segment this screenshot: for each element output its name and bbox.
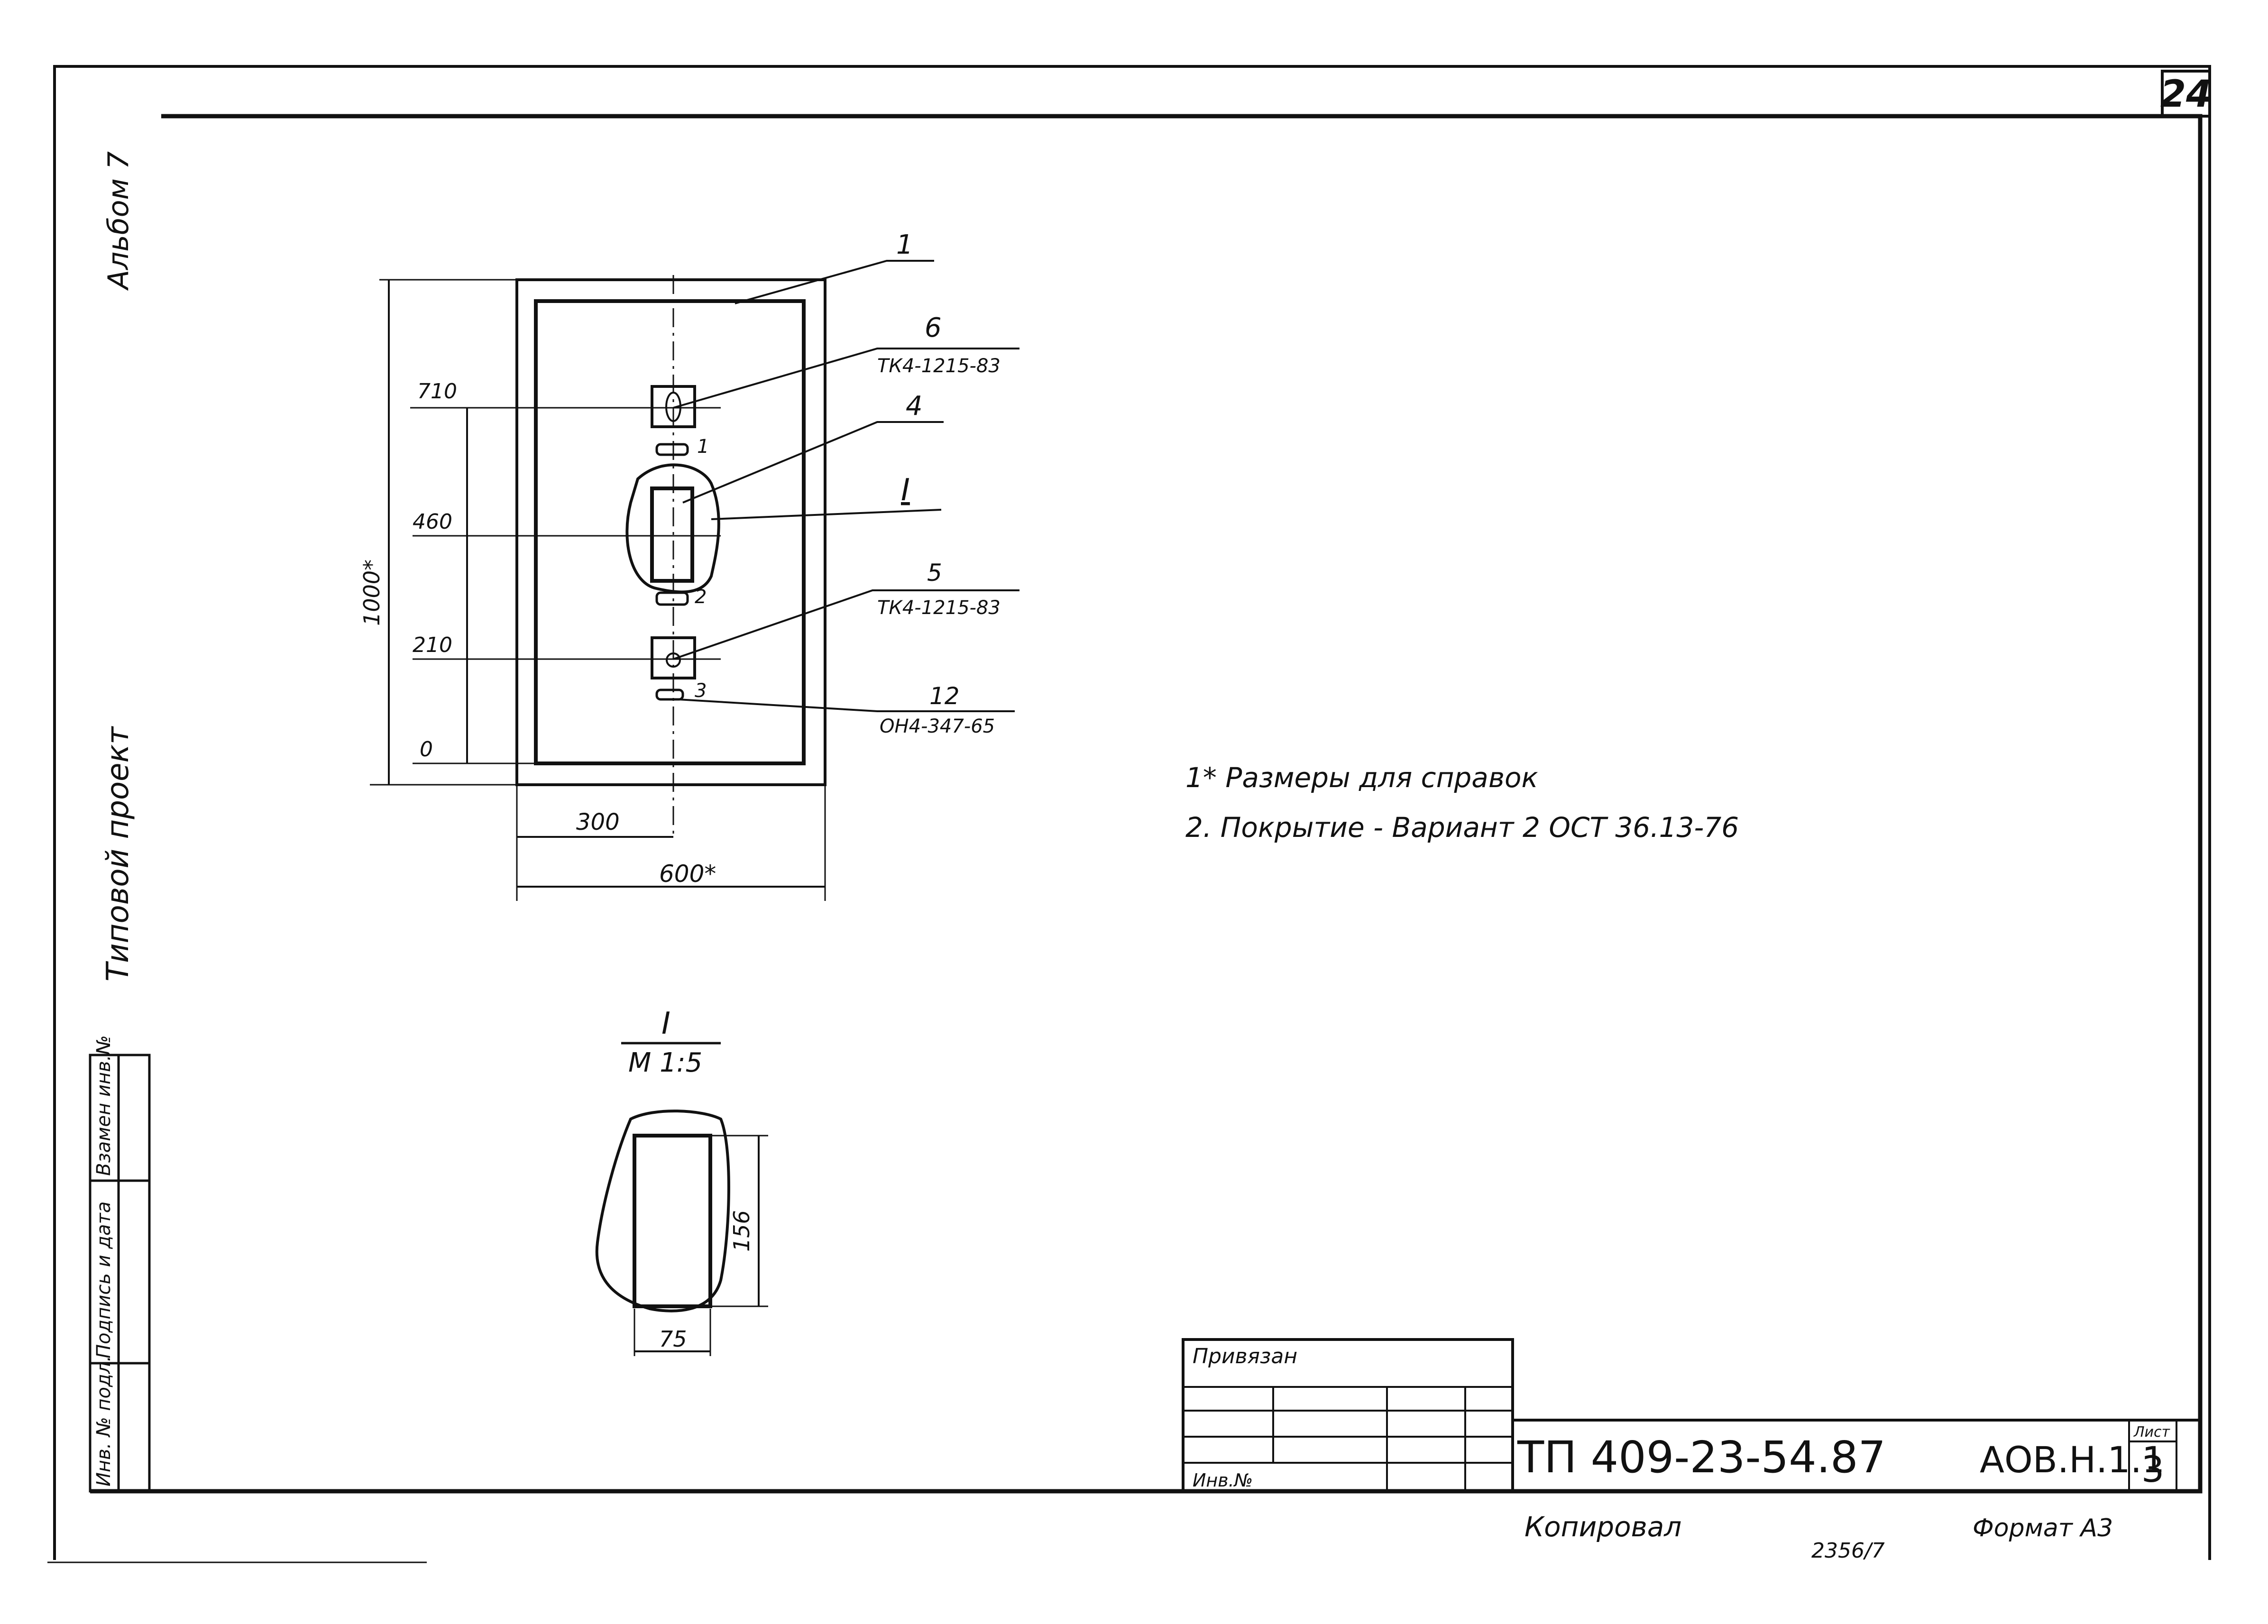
detail-view: I М 1:5 156 75 bbox=[595, 1006, 768, 1356]
dim-axis-300: 300 bbox=[576, 809, 620, 835]
main-view: 710 460 210 0 1000* 300 600* 1 2 3 1 6 bbox=[359, 229, 1019, 901]
level-710: 710 bbox=[417, 379, 457, 404]
stamp-replace-inv: Взамен инв.№ bbox=[93, 1035, 115, 1176]
detail-scale: М 1:5 bbox=[628, 1047, 702, 1078]
detail-dim-width: 75 bbox=[659, 1326, 687, 1352]
detail-switch bbox=[633, 1134, 712, 1308]
sheet-frame: 24 bbox=[47, 65, 2212, 1563]
copied-label: Копировал bbox=[1524, 1511, 1681, 1543]
doc-code: ТП 409-23-54.87 bbox=[1517, 1432, 1886, 1483]
leader-ref-5: ТК4-1215-83 bbox=[877, 597, 1001, 619]
leader-pos-I: I bbox=[901, 473, 910, 508]
note-1: 1* Размеры для справок bbox=[1185, 762, 1538, 794]
mark-2 bbox=[655, 591, 689, 606]
format-label: Формат А3 bbox=[1973, 1514, 2113, 1542]
dim-height-1000: 1000* bbox=[359, 560, 385, 626]
detail-label: I bbox=[661, 1006, 670, 1041]
leader-pos-5: 5 bbox=[927, 559, 942, 587]
small-mark-3: 3 bbox=[695, 680, 707, 702]
mark-3 bbox=[655, 688, 684, 701]
small-mark-2: 2 bbox=[695, 586, 707, 608]
panel-outline bbox=[515, 278, 826, 786]
panel-inner bbox=[534, 299, 806, 765]
order-number: 2356/7 bbox=[1811, 1539, 1885, 1563]
dim-width-600: 600* bbox=[659, 860, 716, 888]
sheet-code: АОВ.Н.1.1 bbox=[1980, 1439, 2165, 1481]
leader-pos-6: 6 bbox=[925, 312, 942, 343]
inv-no-label: Инв.№ bbox=[1193, 1470, 1253, 1491]
leader-ref-12: ОН4-347-65 bbox=[880, 716, 995, 737]
level-0: 0 bbox=[420, 737, 433, 762]
cutout-zone bbox=[625, 463, 720, 594]
side-stamp: Инв. № подл. Подпись и дата Взамен инв.№ bbox=[89, 1035, 151, 1493]
level-460: 460 bbox=[413, 510, 452, 534]
sheet-label: Лист bbox=[2133, 1424, 2171, 1440]
stamp-inv-podl: Инв. № подл. bbox=[93, 1356, 115, 1486]
socket-5 bbox=[651, 636, 696, 679]
album-label: Альбом 7 bbox=[102, 151, 135, 291]
leader-pos-12: 12 bbox=[929, 682, 960, 710]
sheet-corner-number: 24 bbox=[2160, 73, 2212, 116]
privyazan-label: Привязан bbox=[1193, 1344, 1297, 1368]
small-mark-1: 1 bbox=[697, 436, 709, 458]
leader-ref-6: ТК4-1215-83 bbox=[877, 355, 1001, 377]
mark-1 bbox=[655, 443, 689, 456]
level-210: 210 bbox=[413, 633, 452, 657]
sheet-number: 3 bbox=[2141, 1448, 2164, 1490]
socket-6 bbox=[651, 385, 696, 428]
switch-4 bbox=[650, 486, 694, 583]
stamp-signature-date: Подпись и дата bbox=[93, 1202, 115, 1358]
leader-pos-4: 4 bbox=[906, 391, 923, 422]
note-2: 2. Покрытие - Вариант 2 ОСТ 36.13-76 bbox=[1185, 811, 1739, 844]
detail-dim-height: 156 bbox=[729, 1210, 754, 1252]
project-label: Типовой проект bbox=[101, 726, 136, 982]
title-block: Привязан Инв.№ ТП 409-23-54.87 АОВ.Н.1.1… bbox=[1182, 1338, 2200, 1493]
leader-pos-1: 1 bbox=[896, 229, 913, 260]
